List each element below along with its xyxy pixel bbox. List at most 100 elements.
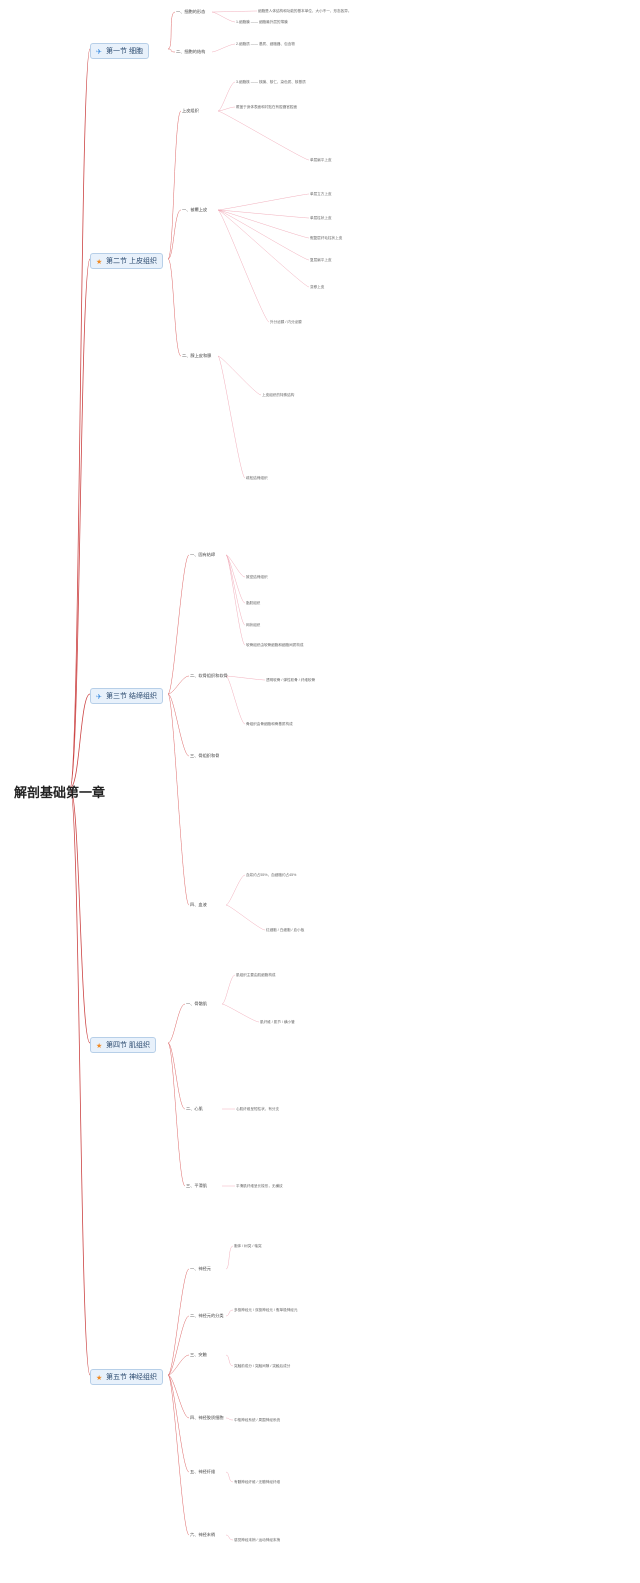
leaf-text: 疏松结缔组织 (246, 476, 268, 480)
star-icon: ★ (96, 1375, 103, 1382)
leaf-text: 透明软骨 / 弹性软骨 / 纤维软骨 (266, 678, 316, 682)
leaf-text: 3.细胞核 —— 核膜、核仁、染色质、核基质 (236, 80, 306, 84)
section-s5[interactable]: ★第五节 神经组织 (90, 1369, 163, 1385)
leaf-text: 感觉神经末梢 / 运动神经末梢 (234, 1538, 281, 1542)
leaf-connector (225, 904, 266, 931)
section-connector (167, 693, 190, 757)
section-connector (167, 1268, 190, 1376)
section-connector (167, 1354, 190, 1376)
leaf-connector (225, 554, 246, 578)
leaf-connector (217, 209, 310, 261)
section-label: 第四节 肌组织 (106, 1042, 150, 1049)
leaf-connector (225, 1309, 234, 1317)
subtopic-node[interactable]: 一、被覆上皮 (182, 207, 208, 212)
subtopic-node[interactable]: 一、固有结缔 (190, 552, 216, 557)
leaf-connector (217, 193, 310, 211)
section-s2[interactable]: ★第二节 上皮组织 (90, 253, 163, 269)
leaf-text: 1.细胞膜 —— 细胞最外层的薄膜 (236, 20, 288, 24)
subtopic-node[interactable]: 六、神经末梢 (190, 1532, 216, 1537)
subtopic-node[interactable]: 二、软骨组织和软骨 (190, 673, 228, 678)
leaf-text: 单层扁平上皮 (310, 158, 332, 162)
section-connector (167, 1042, 186, 1110)
section-connector (167, 1042, 186, 1187)
section-connector (167, 554, 190, 695)
root-connector (69, 787, 91, 1376)
leaf-connector (211, 11, 236, 23)
section-connector (167, 1374, 190, 1419)
section-connector (167, 11, 176, 50)
leaf-connector (217, 209, 270, 323)
leaf-text: 单层柱状上皮 (310, 216, 332, 220)
leaf-text: 覆盖于身体表面和衬贴在有腔器官腔面 (236, 105, 298, 109)
subtopic-node[interactable]: 一、细胞的形态 (176, 9, 206, 14)
leaf-text: 细胞是人体结构和功能的基本单位，大小不一，形态各异。 (258, 9, 352, 13)
leaf-text: 肌组织主要由肌细胞构成 (236, 973, 276, 977)
subtopic-node[interactable]: 五、神经纤维 (190, 1469, 216, 1474)
leaf-connector (225, 1354, 234, 1367)
leaf-connector (225, 1417, 234, 1421)
subtopic-node[interactable]: 一、神经元 (190, 1266, 211, 1271)
section-label: 第二节 上皮组织 (106, 258, 157, 265)
root-connector (69, 48, 91, 789)
subtopic-node[interactable]: 二、细胞的结构 (176, 49, 206, 54)
leaf-text: 软骨组织由软骨细胞和细胞间质构成 (246, 643, 304, 647)
mindmap-root[interactable]: 解剖基础第一章 (14, 785, 106, 800)
subtopic-node[interactable]: 三、骨组织和骨 (190, 753, 220, 758)
section-s3[interactable]: ✈ 第三节 结缔组织 (90, 688, 163, 704)
section-connector (167, 258, 182, 357)
section-connector (167, 675, 190, 695)
leaf-connector (225, 675, 246, 725)
leaf-text: 平滑肌纤维呈长梭形，无横纹 (236, 1184, 283, 1188)
leaf-connector (225, 1245, 234, 1270)
leaf-text: 胞体 / 树突 / 轴突 (234, 1244, 262, 1248)
leaf-connector (225, 874, 246, 906)
leaf-connector (217, 81, 236, 112)
star-icon: ★ (96, 259, 103, 266)
leaf-text: 2.细胞质 —— 基质、细胞器、包含物 (236, 42, 295, 46)
subtopic-node[interactable]: 四、神经胶质细胞 (190, 1415, 224, 1420)
root-connector (69, 258, 91, 789)
section-label: 第三节 结缔组织 (106, 693, 157, 700)
subtopic-node[interactable]: 三、突触 (190, 1352, 207, 1357)
leaf-connector (217, 110, 310, 161)
subtopic-node[interactable]: 二、神经元的分类 (190, 1313, 224, 1318)
section-s1[interactable]: ✈第一节 细胞 (90, 43, 149, 59)
section-s4[interactable]: ★第四节 肌组织 (90, 1037, 156, 1053)
leaf-text: 心肌纤维呈短柱状，有分支 (236, 1107, 280, 1111)
subtopic-node[interactable]: 二、腺上皮和腺 (182, 353, 212, 358)
section-connector (167, 110, 182, 260)
section-connector (167, 1374, 190, 1473)
leaf-connector (217, 209, 310, 288)
leaf-connector (211, 43, 236, 53)
leaf-connector (225, 554, 246, 626)
leaf-text: 假复层纤毛柱状上皮 (310, 236, 343, 240)
leaf-connector (217, 106, 236, 112)
leaf-connector (225, 1471, 234, 1483)
subtopic-node[interactable]: 三、平滑肌 (186, 1183, 207, 1188)
root-connector (69, 693, 91, 789)
leaf-connector (221, 1003, 260, 1023)
section-connector (167, 209, 182, 260)
leaf-connector (225, 675, 266, 681)
leaf-connector (217, 209, 310, 219)
paper-plane-icon: ✈ (96, 694, 102, 701)
leaf-connector (225, 554, 246, 604)
leaf-connector (217, 355, 246, 479)
leaf-text: 肌纤维 / 肌节 / 横小管 (260, 1020, 295, 1024)
section-connector (167, 1315, 190, 1376)
leaf-text: 外分泌腺 / 内分泌腺 (270, 320, 302, 324)
leaf-connector (221, 974, 236, 1005)
section-connector (167, 1374, 190, 1536)
leaf-connector (211, 10, 258, 13)
subtopic-node[interactable]: 上皮组织 (182, 108, 199, 113)
leaf-connector (217, 209, 310, 239)
leaf-text: 网状组织 (246, 623, 261, 627)
paper-plane-icon: ✈ (96, 49, 102, 56)
section-connector (167, 1003, 186, 1044)
subtopic-node[interactable]: 二、心肌 (186, 1106, 203, 1111)
subtopic-node[interactable]: 四、血液 (190, 902, 207, 907)
leaf-text: 红细胞 / 白细胞 / 血小板 (266, 928, 305, 932)
leaf-text: 中枢神经系统 / 周围神经系统 (234, 1418, 281, 1422)
leaf-text: 突触前成分 / 突触间隙 / 突触后成分 (234, 1364, 291, 1368)
subtopic-node[interactable]: 一、骨骼肌 (186, 1001, 207, 1006)
